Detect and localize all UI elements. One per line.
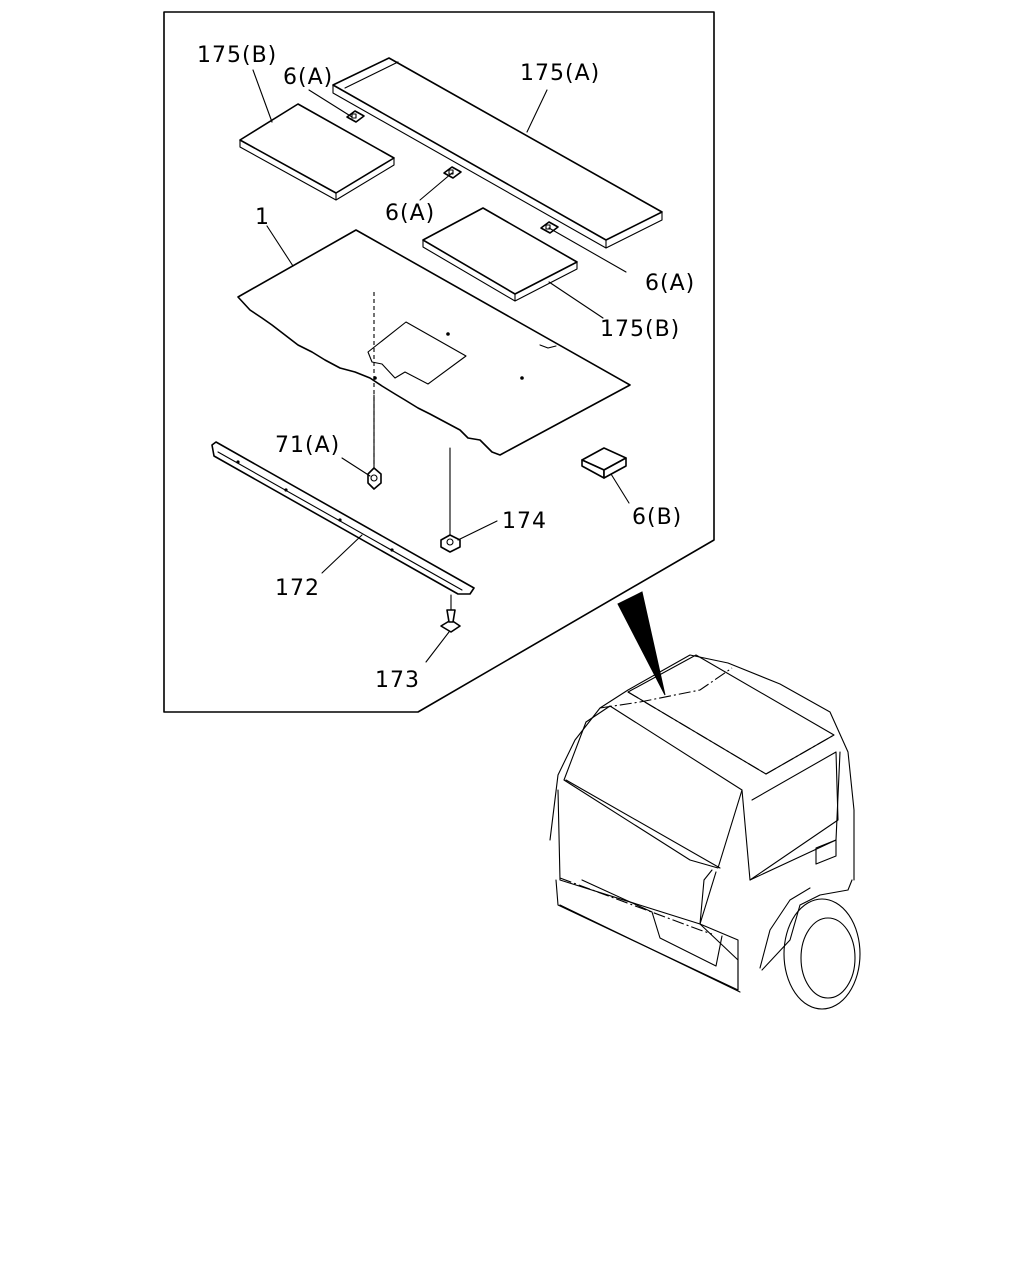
insulator-pad-175b-upper [239, 103, 395, 201]
clip-6a-2 [443, 166, 462, 179]
block-6b [581, 447, 627, 479]
leader-lines [252, 69, 630, 663]
fastener-71a [367, 467, 382, 490]
label-6a-right: 6(A) [645, 271, 695, 296]
label-1: 1 [255, 205, 270, 230]
label-71a: 71(A) [275, 433, 340, 458]
label-174: 174 [502, 509, 547, 534]
clip-174 [440, 534, 461, 553]
label-6a-top: 6(A) [283, 65, 333, 90]
clip-6a-1 [346, 110, 365, 123]
label-172: 172 [275, 576, 320, 601]
label-6b: 6(B) [632, 505, 682, 530]
trim-strip-172 [211, 441, 475, 595]
insulator-pad-175a [332, 57, 663, 249]
label-175b-right: 175(B) [600, 317, 680, 342]
label-175a: 175(A) [520, 61, 600, 86]
pointer-arrow [617, 591, 666, 696]
insulator-pad-175b-lower [422, 207, 578, 302]
label-173: 173 [375, 668, 420, 693]
label-175b-top: 175(B) [197, 43, 277, 68]
exploded-view-frame [163, 11, 715, 713]
truck-cab-illustration [549, 654, 861, 1010]
screw-173 [440, 609, 461, 633]
label-6a-middle: 6(A) [385, 201, 435, 226]
clip-6a-3 [540, 221, 559, 234]
